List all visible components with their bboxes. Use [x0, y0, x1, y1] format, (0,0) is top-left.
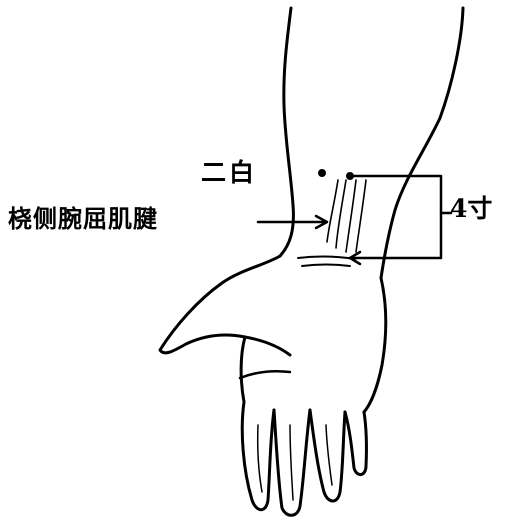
palm-left-edge [239, 335, 247, 404]
measurement-bracket [348, 174, 443, 260]
forearm-left-contour [278, 6, 295, 258]
wrist-crease-2 [301, 263, 351, 267]
forearm-right-contour [379, 6, 465, 280]
palm-right-edge [362, 276, 388, 414]
tendon-line-3 [345, 179, 357, 253]
finger-index [240, 400, 276, 512]
palm-thumb-contour [158, 254, 292, 357]
tendon-label: 桡侧腕屈肌腱 [8, 204, 158, 233]
wrist-crease-1 [297, 255, 356, 260]
tendon-line-4 [355, 179, 367, 253]
acupoint-marker-left [318, 169, 326, 177]
tendon-line-1 [326, 179, 339, 243]
finger-detail-lines [257, 424, 333, 501]
tendon-leader-arrowhead [314, 214, 329, 230]
finger-middle [272, 408, 312, 517]
bracket-arrowhead [348, 250, 362, 266]
finger-ring [308, 408, 347, 503]
finger-little [343, 410, 368, 476]
tendon-line-2 [335, 179, 347, 249]
thumb-crease [238, 370, 292, 380]
acupoint-label: 二白 [201, 158, 258, 187]
distance-label: 4寸 [450, 194, 493, 223]
